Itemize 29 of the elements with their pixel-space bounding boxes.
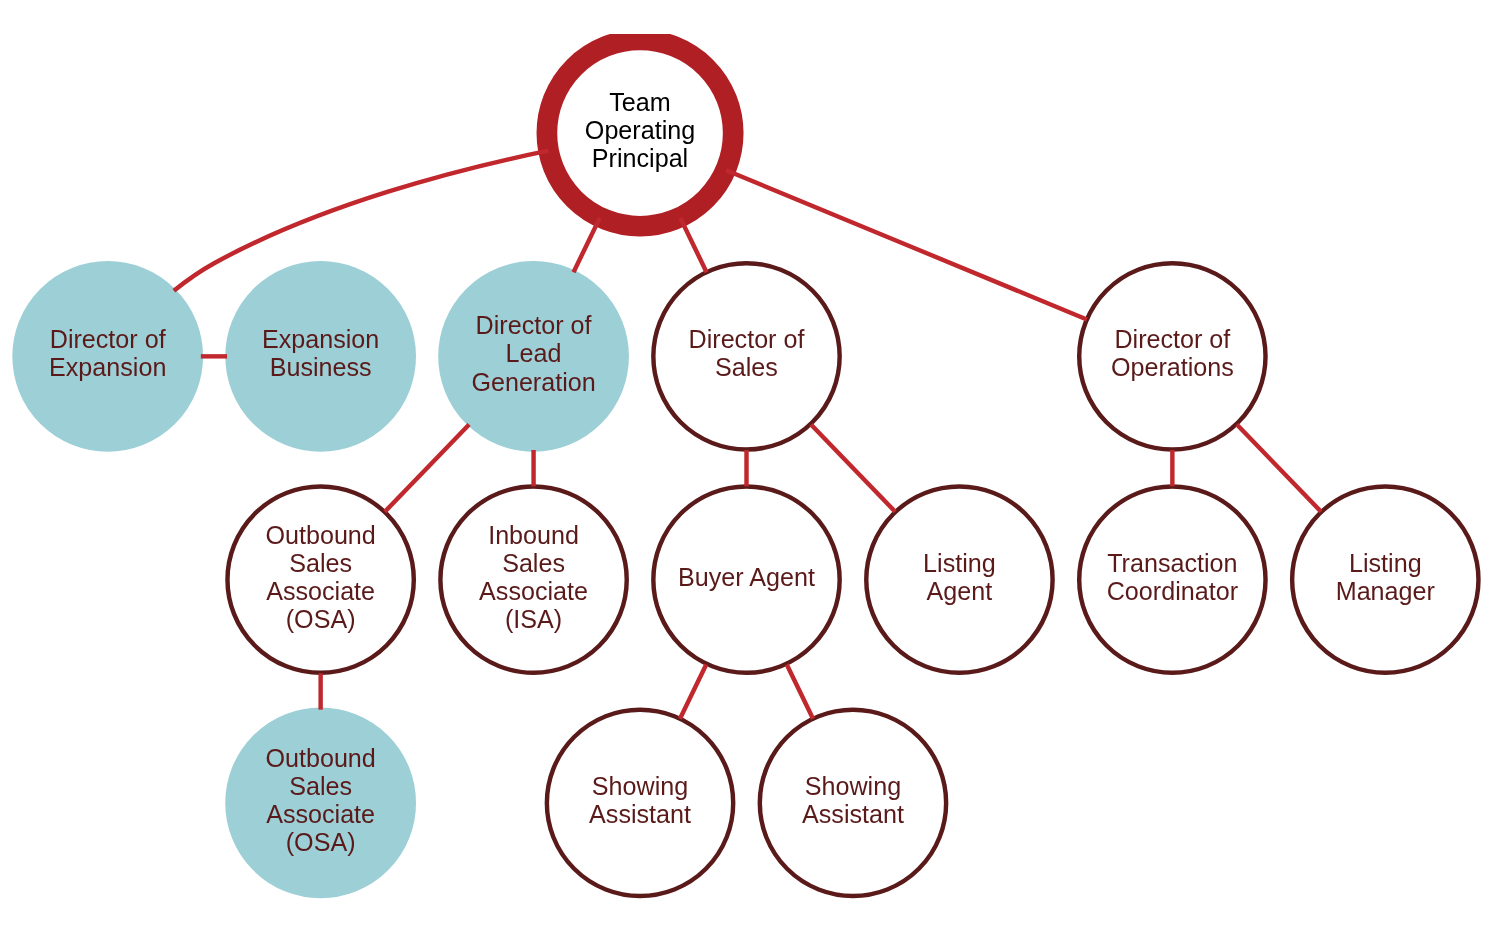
connector — [725, 167, 1088, 321]
connector — [744, 449, 749, 486]
connector — [1170, 449, 1175, 486]
node-circle: Director of Sales — [651, 260, 842, 452]
node-circle: Director of Operations — [1077, 260, 1268, 452]
connector — [200, 353, 228, 359]
node-circle: Showing Assistant — [757, 707, 949, 898]
node-circle: Expansion Business — [225, 260, 416, 452]
connector — [531, 449, 536, 486]
connector — [678, 662, 709, 720]
node-circle: Transaction Coordinator — [1077, 483, 1268, 675]
node-circle: Outbound Sales Associate (OSA) — [225, 483, 416, 675]
connector — [571, 216, 602, 273]
node-circle: Director of Lead Generation — [438, 260, 629, 452]
node-circle: Listing Manager — [1289, 483, 1481, 675]
node-circle: Showing Assistant — [544, 707, 736, 898]
connector — [784, 662, 815, 720]
node-circle: Team Operating Principal — [536, 33, 744, 237]
connector — [1235, 422, 1323, 513]
connector — [678, 216, 709, 273]
node-circle: Director of Expansion — [12, 260, 204, 452]
node-circle: Buyer Agent — [651, 483, 842, 675]
node-circle: Outbound Sales Associate (OSA) — [225, 707, 416, 898]
connector — [809, 422, 897, 513]
node-circle: Listing Agent — [864, 483, 1055, 675]
connector — [383, 422, 471, 513]
connector — [172, 148, 549, 292]
node-circle: Inbound Sales Associate (ISA) — [438, 483, 629, 675]
connector — [318, 672, 323, 710]
